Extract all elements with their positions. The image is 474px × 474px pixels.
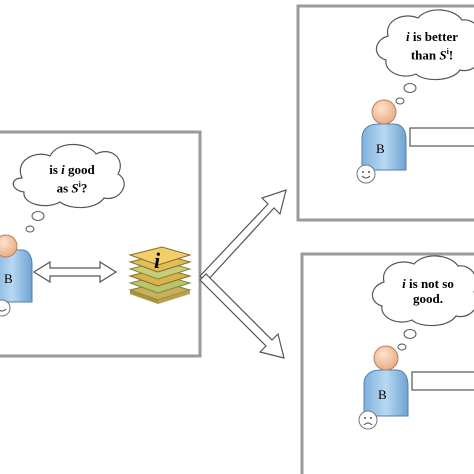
top-answer-bar bbox=[409, 127, 474, 147]
bottom-thought-bubble bbox=[371, 255, 474, 351]
top-bubble-italic: i bbox=[406, 29, 410, 44]
arrow-to-bottom-panel bbox=[199, 273, 285, 359]
top-bubble-text-part: than bbox=[410, 47, 440, 63]
left-person-letter: B bbox=[4, 271, 13, 286]
bottom-person-letter: B bbox=[378, 387, 387, 402]
top-bubble-text-part: ! bbox=[448, 47, 454, 63]
left-bubble-text-part: is bbox=[49, 162, 62, 177]
left-bubble-text-part: as bbox=[56, 180, 72, 196]
top-thought-bubble bbox=[375, 9, 474, 105]
arrow-to-top-panel bbox=[199, 189, 287, 283]
top-person bbox=[361, 99, 407, 171]
top-person-letter: B bbox=[376, 141, 385, 156]
bottom-answer-bar bbox=[411, 371, 474, 391]
bottom-bubble-text: i is not so good. bbox=[382, 276, 474, 306]
left-bubble-s: S bbox=[71, 180, 79, 196]
left-bubble-italic: i bbox=[61, 162, 65, 177]
left-bubble-text: is i good as Si? bbox=[26, 162, 118, 195]
top-bubble-text: i is better than Si! bbox=[386, 29, 474, 62]
layer-stack-icon bbox=[128, 246, 192, 304]
stack-letter: i bbox=[154, 248, 161, 273]
sad-face-icon bbox=[358, 410, 378, 430]
bottom-person bbox=[363, 345, 409, 417]
top-bubble-s: S bbox=[439, 47, 447, 63]
left-bubble-text-part: good bbox=[64, 162, 95, 177]
bottom-bubble-italic: i bbox=[402, 276, 406, 291]
left-thought-bubble bbox=[12, 143, 125, 233]
left-person bbox=[0, 234, 33, 317]
bottom-bubble-text-part: is not so bbox=[405, 276, 454, 291]
double-arrow bbox=[32, 260, 118, 284]
bottom-bubble-text-part: good. bbox=[413, 291, 443, 306]
smiley-face-icon bbox=[356, 164, 376, 184]
left-bubble-text-part: ? bbox=[80, 180, 88, 196]
left-bubble-sup: i bbox=[78, 180, 81, 189]
top-bubble-text-part: is better bbox=[409, 29, 458, 44]
top-bubble-sup: i bbox=[446, 47, 449, 56]
